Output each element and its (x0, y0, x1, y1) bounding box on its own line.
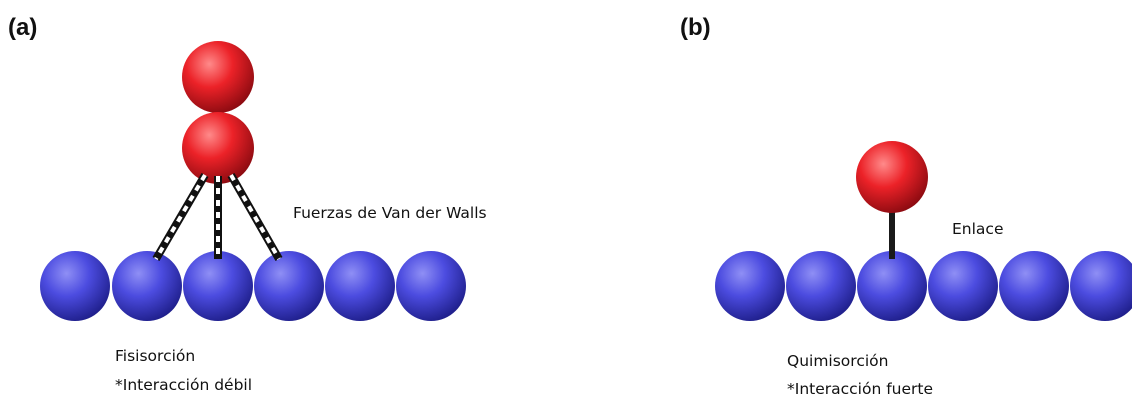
physisorption-title: Fisisorción (115, 347, 195, 365)
chemisorption-note: *Interacción fuerte (787, 380, 933, 398)
surface-atom (857, 251, 927, 321)
surface-atom (325, 251, 395, 321)
vdw-line-dash (229, 174, 281, 260)
surface-atom (396, 251, 466, 321)
panel-a: (a) Fuerzas de Van der Walls Fisisorción (8, 14, 487, 394)
surface-atom (786, 251, 856, 321)
adsorbate-atom (182, 41, 254, 113)
panel-a-surface (40, 251, 466, 321)
surface-atom (254, 251, 324, 321)
surface-atom (928, 251, 998, 321)
chemisorption-title: Quimisorción (787, 352, 888, 370)
surface-atom (112, 251, 182, 321)
panel-a-molecule (182, 41, 254, 184)
panel-b-surface (715, 251, 1132, 321)
surface-atom (1070, 251, 1132, 321)
adsorbate-atom (856, 141, 928, 213)
surface-atom (40, 251, 110, 321)
panel-a-label: (a) (8, 14, 37, 41)
panel-b-label: (b) (680, 14, 711, 41)
surface-atom (183, 251, 253, 321)
vdw-line-dash (154, 173, 207, 261)
physisorption-note: *Interacción débil (115, 376, 252, 394)
panel-b: (b) Enlace Quimisorción *Interacción fue… (680, 14, 1132, 398)
van-der-waals-interactions (152, 172, 283, 262)
bond-label: Enlace (952, 220, 1003, 238)
surface-atom (715, 251, 785, 321)
vdw-forces-label: Fuerzas de Van der Walls (293, 204, 487, 222)
surface-atom (999, 251, 1069, 321)
adsorbate-atom (182, 112, 254, 184)
